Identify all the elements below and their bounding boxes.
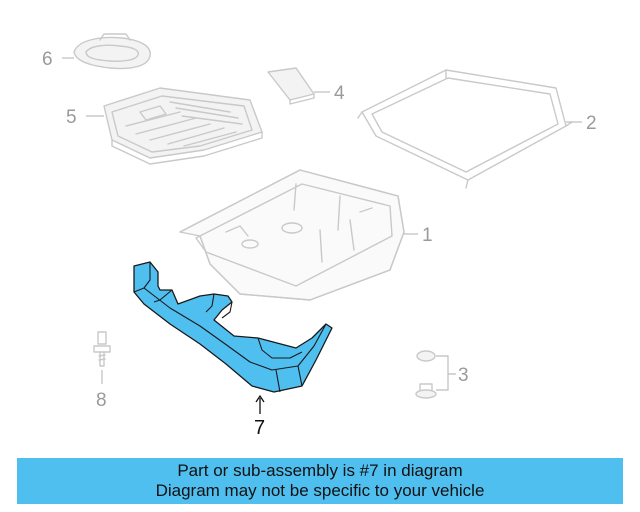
callout-7: 7: [254, 417, 265, 439]
callout-3: 3: [458, 365, 469, 386]
parts-diagram: 6 5 4 2 1 3: [42, 33, 597, 439]
callout-1: 1: [422, 225, 433, 246]
info-banner: Part or sub-assembly is #7 in diagram Di…: [17, 458, 623, 504]
banner-line-1: Part or sub-assembly is #7 in diagram: [177, 461, 463, 480]
part-5-filter: [103, 87, 263, 165]
callout-4: 4: [334, 83, 345, 104]
callout-6: 6: [42, 49, 53, 70]
part-7-highlighted-guard: [133, 261, 333, 393]
banner-line-2: Diagram may not be specific to your vehi…: [155, 481, 485, 500]
part-6-seal: [73, 33, 151, 70]
leader-7-arrowhead: [255, 394, 265, 403]
part-8-bolt: [93, 331, 111, 367]
callout-2: 2: [586, 113, 597, 134]
part-4-magnet: [267, 67, 315, 105]
leader-3: [436, 355, 456, 391]
callout-8: 8: [96, 390, 107, 411]
part-3-clips: [415, 350, 437, 399]
part-1-oil-pan: [179, 169, 405, 301]
callout-5: 5: [66, 107, 77, 128]
part-2-gasket: [357, 69, 573, 189]
